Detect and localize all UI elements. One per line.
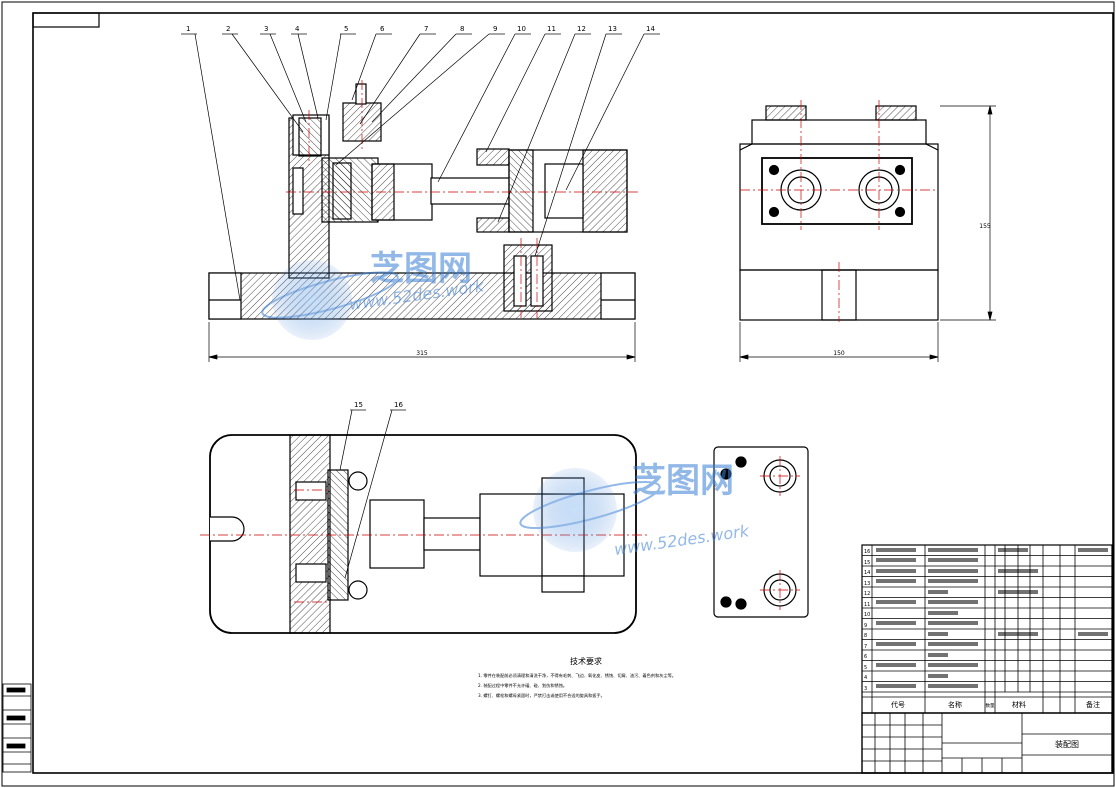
tech-requirement-3: 3. 螺钉、螺栓和螺母紧固时，严禁打击或使用不合适的旋具和扳手。: [478, 692, 605, 699]
side-view-center-lines: [740, 100, 938, 322]
globe-icon: [272, 260, 352, 340]
balloon-15: 15: [354, 401, 363, 409]
detail-part-view: [713, 446, 809, 618]
title-block: [861, 712, 1113, 774]
detail-center-lines: [760, 456, 800, 610]
bill-of-materials: [861, 544, 1113, 714]
tech-requirement-2: 2. 装配过程中零件不允许磕、碰、划伤和锈蚀。: [478, 682, 567, 689]
balloon-3: 3: [264, 25, 268, 33]
balloon-6: 6: [380, 25, 385, 33]
balloon-2: 2: [226, 25, 230, 33]
balloon-11: 11: [547, 25, 556, 33]
title-block-name: 装配图: [1055, 739, 1079, 749]
balloon-16: 16: [394, 401, 403, 409]
balloon-1: 1: [186, 25, 190, 33]
bom-row-number: 14: [864, 570, 870, 576]
bom-header-remark: 备注: [1086, 700, 1100, 709]
side-height-dimension: 155: [979, 223, 991, 230]
bom-row-number: 8: [864, 633, 867, 639]
balloon-4: 4: [295, 25, 300, 33]
left-margin-block: [2, 683, 32, 773]
watermark-url: www.52des.work: [613, 521, 751, 559]
tech-requirements-title: 技术要求: [570, 656, 602, 666]
balloon-13: 13: [608, 25, 617, 33]
top-view-leaders: [339, 409, 406, 579]
balloon-14: 14: [646, 25, 655, 33]
balloon-leaders: [181, 33, 660, 301]
bom-row-number: 9: [864, 623, 867, 629]
bom-header-code: 代号: [891, 700, 905, 709]
balloon-9: 9: [493, 25, 497, 33]
bom-row-number: 16: [864, 549, 870, 555]
balloon-labels-top: 1 2 3 4 5 6 7 8 9 10 11 12 13 14: [186, 25, 655, 33]
balloon-12: 12: [577, 25, 586, 33]
bom-row-number: 13: [864, 581, 870, 587]
watermark-brand: 芝图网: [632, 461, 734, 501]
bom-row-number: 10: [864, 612, 870, 618]
side-width-dimension: 150: [833, 350, 845, 357]
tech-requirement-1: 1. 零件在装配前必须清理和清洗干净，不得有毛刺、飞边、氧化皮、锈蚀、切屑、油污…: [478, 672, 676, 679]
bom-row-number: 7: [864, 644, 867, 650]
watermark-logo-2: 芝图网 www.52des.work: [519, 461, 751, 559]
front-view-center-lines: [286, 80, 640, 318]
bom-header-qty: 数量: [986, 702, 995, 709]
bom-row-number: 15: [864, 560, 870, 566]
side-view-dimensions: [739, 105, 996, 362]
bom-row-number: 3: [864, 686, 867, 692]
watermark-brand: 芝图网: [370, 249, 472, 289]
bom-row-fill: [876, 548, 1108, 688]
bom-row-number: 12: [864, 591, 870, 597]
knurled-nut-left: [765, 105, 807, 121]
bom-row-number: 4: [864, 675, 867, 681]
front-width-dimension: 315: [416, 350, 428, 357]
bom-row-number: 11: [864, 602, 870, 608]
globe-icon: [533, 468, 617, 552]
front-view-dimension: [208, 322, 636, 362]
balloon-8: 8: [460, 25, 464, 33]
balloon-7: 7: [424, 25, 428, 33]
clamp-plate: [761, 157, 913, 225]
balloon-10: 10: [517, 25, 526, 33]
bom-row-numbers: 16 15 14 13 12 11 10 9 8 7 6 5 4 3: [864, 549, 870, 692]
knurled-nut-right: [875, 105, 917, 121]
bom-row-number: 5: [864, 665, 867, 671]
bom-row-number: 6: [864, 654, 867, 660]
bom-header: 代号 名称 数量 材料 备注: [891, 700, 1100, 709]
bom-header-name: 名称: [948, 700, 962, 709]
bom-header-material: 材料: [1012, 700, 1026, 709]
balloon-5: 5: [344, 25, 348, 33]
